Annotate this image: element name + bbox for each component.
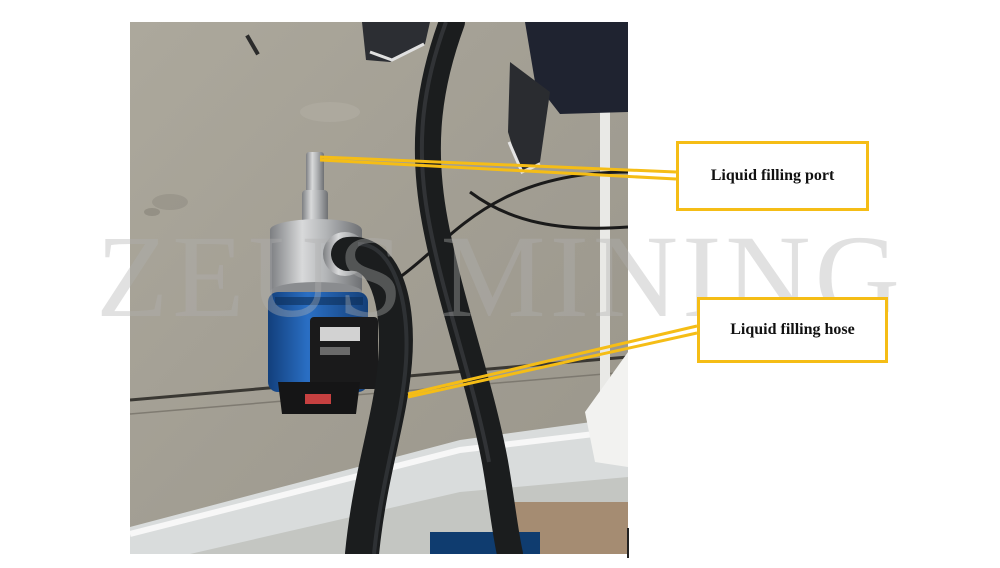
photo-illustration [130,22,628,554]
leg-right [525,22,628,114]
filling-hose [331,236,413,554]
callout-label-hose: Liquid filling hose [730,321,855,338]
edge-line [627,528,629,558]
callout-label-port: Liquid filling port [710,167,835,184]
filling-port-nozzle [306,152,324,197]
photo-pump-on-wall [130,22,628,554]
white-pole [600,102,610,402]
shoe-left [362,22,430,62]
long-hose [414,22,523,554]
callout-liquid-filling-hose: Liquid filling hose [697,297,888,363]
shoe-right [508,62,550,172]
callout-liquid-filling-port: Liquid filling port [676,141,869,211]
